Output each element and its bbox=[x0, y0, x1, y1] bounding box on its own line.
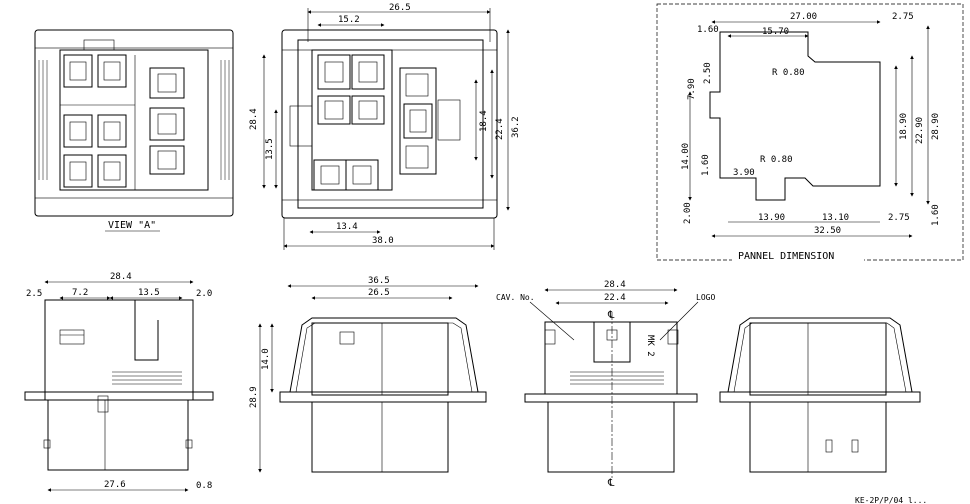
cav-centerline-top: ℄ bbox=[607, 310, 615, 321]
side-dim-b: 7.2 bbox=[72, 288, 88, 298]
panel-dim-r1: R 0.80 bbox=[772, 68, 805, 78]
dim-h-left2: 13.5 bbox=[265, 138, 275, 160]
dim-w-bottom1: 13.4 bbox=[336, 222, 358, 232]
panel-dim-r2: R 0.80 bbox=[760, 155, 793, 165]
panel-dim-d18: 1.60 bbox=[931, 204, 941, 226]
cav-centerline-bottom: ℄ bbox=[607, 478, 615, 489]
panel-dim-d5: 7.90 bbox=[687, 78, 697, 100]
panel-dim-d3: 1.60 bbox=[697, 25, 719, 35]
panel-dimension-drawing: 27.00 2.75 1.60 15.70 7.90 2.50 R 0.80 1… bbox=[656, 3, 964, 262]
mid-view-drawing: 36.5 26.5 14.0 28.9 bbox=[249, 276, 487, 473]
mid-dim-h2: 28.9 bbox=[249, 386, 259, 408]
side-dim-e: 0.8 bbox=[196, 481, 212, 491]
panel-dim-d6: 2.50 bbox=[703, 62, 713, 84]
panel-dim-d15: 13.10 bbox=[822, 213, 849, 223]
panel-dim-d10: 18.90 bbox=[899, 113, 909, 140]
cav-dim-top2: 22.4 bbox=[604, 293, 626, 303]
dim-w-inner: 15.2 bbox=[338, 15, 360, 25]
front-top-drawing: 26.5 15.2 28.4 13.5 18.4 22.4 36.2 13.4 … bbox=[249, 3, 521, 250]
mid-dim-top1: 36.5 bbox=[368, 276, 390, 286]
logo-mark: MK 2 bbox=[645, 335, 655, 357]
logo-label: LOGO bbox=[696, 293, 715, 302]
panel-dim-d8: 1.60 bbox=[701, 154, 711, 176]
dim-h-left1: 28.4 bbox=[249, 108, 259, 130]
footer-note: KE-2P/P/04 l... bbox=[855, 496, 927, 504]
panel-dim-d13: 2.00 bbox=[683, 202, 693, 224]
panel-caption: PANNEL DIMENSION bbox=[738, 251, 834, 262]
dim-h-right2: 22.4 bbox=[495, 118, 505, 140]
panel-dim-d7: 14.00 bbox=[681, 143, 691, 170]
panel-dim-d16: 2.75 bbox=[888, 213, 910, 223]
view-a-drawing: VIEW "A" bbox=[34, 29, 234, 232]
mid-dim-h1: 14.0 bbox=[261, 348, 271, 370]
panel-dim-d14: 13.90 bbox=[758, 213, 785, 223]
cav-number-label: CAV. No. bbox=[496, 293, 535, 302]
dim-w-overall: 26.5 bbox=[389, 3, 411, 13]
panel-dim-d11: 22.90 bbox=[915, 117, 925, 144]
side-dim-top: 28.4 bbox=[110, 272, 132, 282]
side-dim-bottom: 27.6 bbox=[104, 480, 126, 490]
dim-h-right1: 18.4 bbox=[479, 110, 489, 132]
side-dim-d: 2.0 bbox=[196, 289, 212, 299]
view-a-caption: VIEW "A" bbox=[108, 220, 156, 231]
rear-view-drawing: KE-2P/P/04 l... bbox=[719, 317, 927, 504]
panel-dim-d4: 15.70 bbox=[762, 27, 789, 37]
side-dim-c: 13.5 bbox=[138, 288, 160, 298]
dim-h-right3: 36.2 bbox=[511, 116, 521, 138]
cav-view-drawing: ℄ ℄ CAV. No. LOGO MK 2 28.4 22.4 bbox=[496, 280, 715, 489]
dim-w-bottom2: 38.0 bbox=[372, 236, 394, 246]
mid-dim-top2: 26.5 bbox=[368, 288, 390, 298]
side-view-drawing: 28.4 2.5 7.2 13.5 2.0 27.6 0.8 bbox=[24, 272, 214, 492]
panel-dim-d9: 3.90 bbox=[733, 168, 755, 178]
panel-dim-d2: 2.75 bbox=[892, 12, 914, 22]
panel-dim-d12: 28.90 bbox=[931, 113, 941, 140]
cav-dim-top1: 28.4 bbox=[604, 280, 626, 290]
panel-dim-d17: 32.50 bbox=[814, 226, 841, 236]
panel-dim-d1: 27.00 bbox=[790, 12, 817, 22]
side-dim-a: 2.5 bbox=[26, 289, 42, 299]
